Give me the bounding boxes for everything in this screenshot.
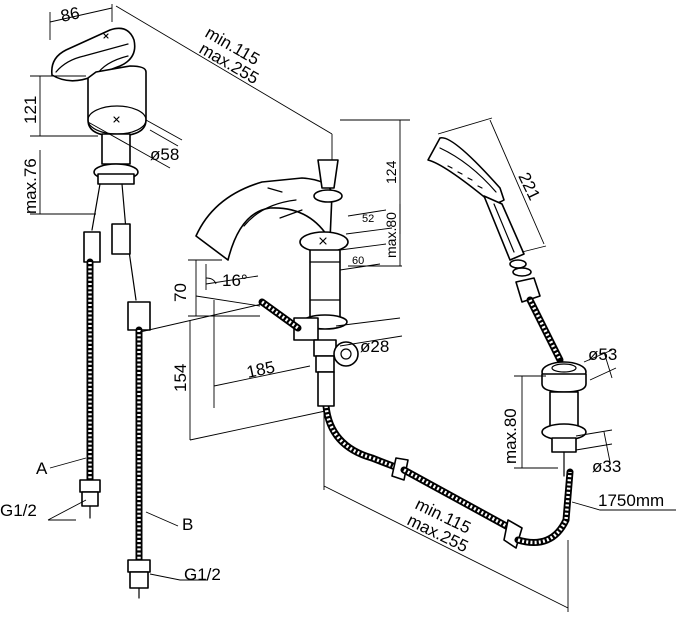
dim-52: 52 <box>345 209 393 235</box>
label-86: 86 <box>59 3 81 26</box>
connector-line <box>139 303 263 333</box>
dim-60: 60 <box>339 243 387 271</box>
supply-hose-b <box>111 183 151 599</box>
dim-min115-bottom: min.115 max.255 <box>323 408 569 612</box>
supply-hose-a <box>79 183 101 519</box>
label-58: ø58 <box>150 145 179 164</box>
dim-1750: 1750mm <box>571 491 676 511</box>
label-52: 52 <box>362 213 374 225</box>
label-thread-bottom: G1/2 <box>149 565 221 584</box>
spout <box>195 159 359 373</box>
label-121: 121 <box>21 96 40 124</box>
svg-text:A: A <box>36 459 48 478</box>
svg-text:G1/2: G1/2 <box>184 565 221 584</box>
label-185: 185 <box>245 357 277 381</box>
label-33: ø33 <box>592 457 621 476</box>
mixer-body <box>50 27 147 185</box>
dim-124: 124 <box>340 119 410 234</box>
dim-70: 70 <box>171 259 260 317</box>
label-max76: max.76 <box>21 158 40 214</box>
dim-max80-spout: max.80 <box>348 204 402 267</box>
label-max80-shower: max.80 <box>501 408 520 464</box>
label-154: 154 <box>171 364 190 392</box>
dim-max80-shower: max.80 <box>501 375 558 469</box>
dim-154: 154 <box>171 320 331 441</box>
dim-16deg: 16° <box>205 264 259 290</box>
label-53: ø53 <box>588 345 617 364</box>
dim-33: ø33 <box>575 429 621 476</box>
label-1750: 1750mm <box>598 491 664 510</box>
label-hose-b: B <box>145 511 193 534</box>
label-60: 60 <box>352 255 364 267</box>
shower-hose <box>317 371 574 549</box>
svg-text:G1/2: G1/2 <box>0 501 37 520</box>
label-28: ø28 <box>360 337 389 356</box>
svg-text:B: B <box>182 515 193 534</box>
dim-min115-top: min.115 max.255 <box>115 5 333 160</box>
label-16deg: 16° <box>222 271 248 290</box>
dim-53: ø53 <box>583 345 617 381</box>
hand-shower <box>427 136 564 364</box>
label-124: 124 <box>383 160 399 184</box>
label-max80-spout: max.80 <box>383 212 399 258</box>
label-hose-a: A <box>36 457 87 478</box>
dim-185: 185 <box>195 295 311 408</box>
dim-121: 121 <box>21 75 98 137</box>
dim-28: ø28 <box>335 317 403 356</box>
shower-holder <box>541 361 587 477</box>
dim-58: ø58 <box>87 119 183 169</box>
dim-max76: max.76 <box>21 150 96 215</box>
label-221: 221 <box>514 169 544 203</box>
label-thread-left: G1/2 <box>0 499 87 521</box>
label-70: 70 <box>171 283 190 302</box>
dim-86: 86 <box>49 3 113 40</box>
